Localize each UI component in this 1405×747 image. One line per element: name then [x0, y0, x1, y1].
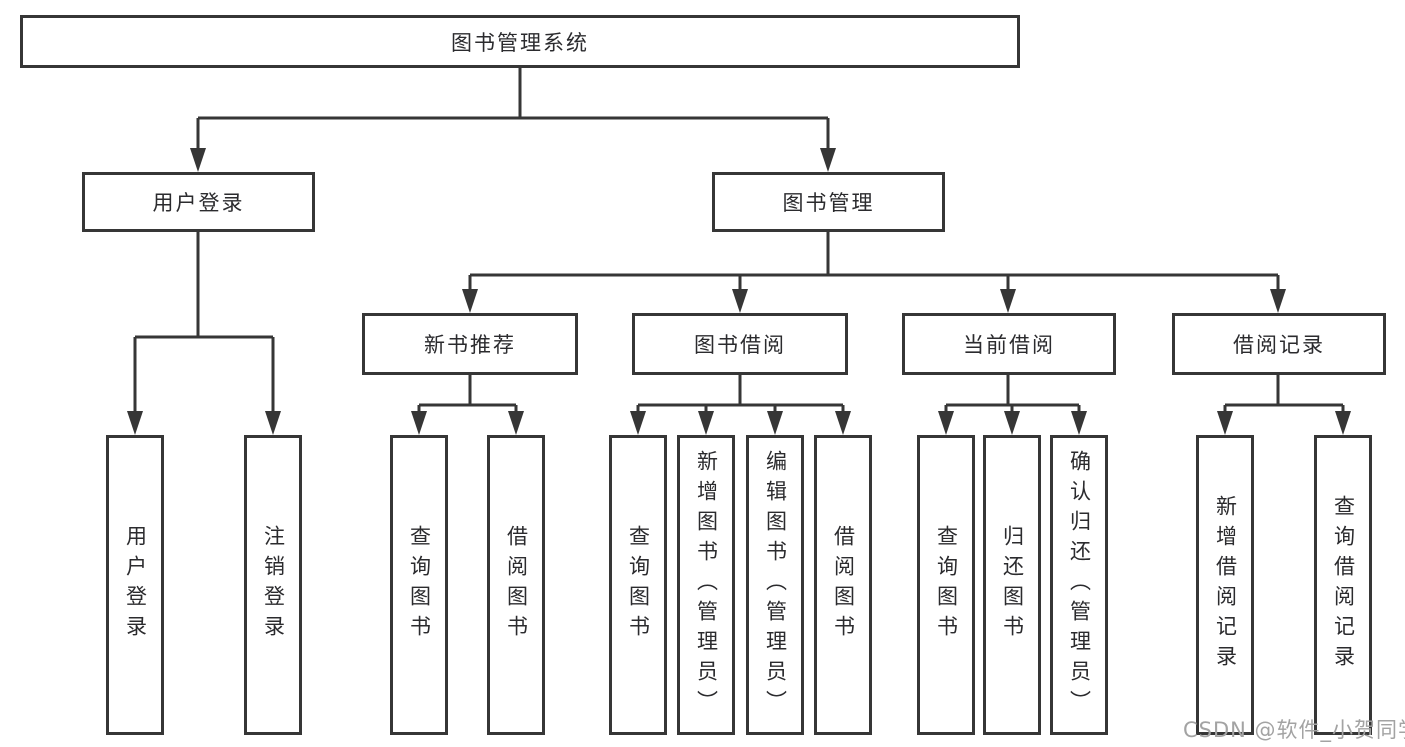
node-leaf-edit-books-admin: 编辑图书（管理员）	[746, 435, 804, 735]
node-book-borrowing: 图书借阅	[632, 313, 848, 375]
node-leaf-add-books-admin: 新增图书（管理员）	[677, 435, 735, 735]
csdn-watermark: CSDN @软件_小贺同学	[1183, 718, 1405, 742]
edge-book-borrow-children	[636, 375, 845, 420]
edge-borrow-record-children	[1223, 375, 1345, 420]
node-leaf-confirm-return-admin: 确认归还（管理员）	[1050, 435, 1108, 735]
node-leaf-return-books: 归还图书	[983, 435, 1041, 735]
edge-new-book-rec-children	[417, 375, 518, 420]
node-leaf-borrow-books-1: 借阅图书	[487, 435, 545, 735]
node-user-login: 用户登录	[82, 172, 315, 232]
node-leaf-logout: 注销登录	[244, 435, 302, 735]
node-leaf-user-login: 用户登录	[106, 435, 164, 735]
node-new-book-recommendation: 新书推荐	[362, 313, 578, 375]
edge-user-login-children	[133, 232, 275, 418]
arrowheads	[127, 148, 1351, 435]
node-leaf-query-books-1: 查询图书	[390, 435, 448, 735]
node-leaf-add-borrow-record: 新增借阅记录	[1196, 435, 1254, 735]
node-book-management: 图书管理	[712, 172, 945, 232]
node-current-borrowing: 当前借阅	[902, 313, 1116, 375]
node-leaf-borrow-books-2: 借阅图书	[814, 435, 872, 735]
edge-root-to-level2	[196, 68, 830, 156]
node-leaf-query-books-3: 查询图书	[917, 435, 975, 735]
node-leaf-query-books-2: 查询图书	[609, 435, 667, 735]
node-library-management-system: 图书管理系统	[20, 15, 1020, 68]
edge-book-mgmt-children	[468, 232, 1280, 298]
node-leaf-query-borrow-record: 查询借阅记录	[1314, 435, 1372, 735]
node-borrowing-records: 借阅记录	[1172, 313, 1386, 375]
